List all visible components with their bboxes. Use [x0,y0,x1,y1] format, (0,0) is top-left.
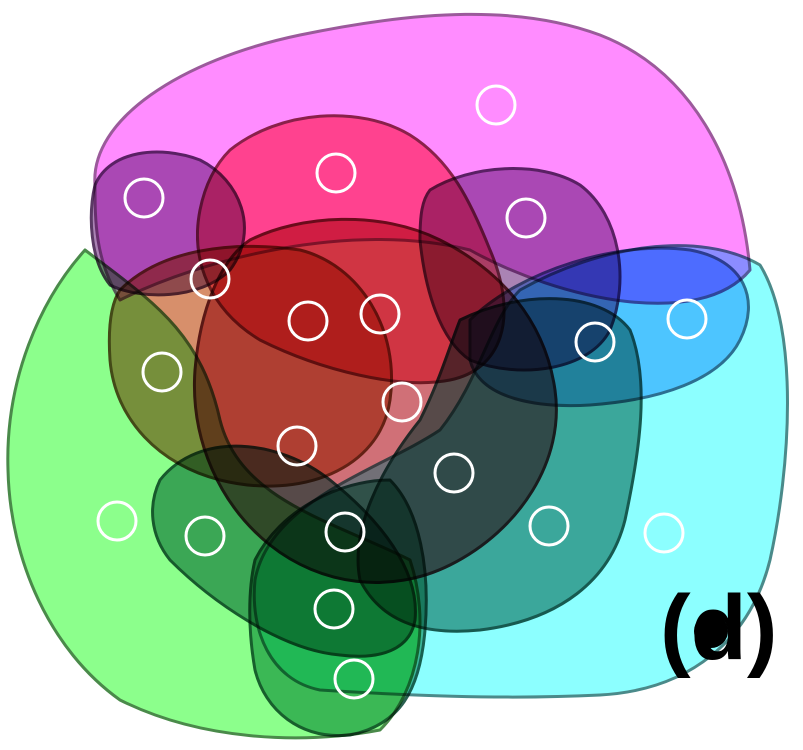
dark-red-region [192,217,558,584]
marker-circle [189,258,231,300]
marker-group [96,84,708,700]
marker-circle [123,177,165,219]
panel-label: (d) [660,577,778,679]
marker-circle [666,298,708,340]
marker-circle [315,152,357,194]
marker-circle [505,197,547,239]
marker-circle [528,505,570,547]
marker-circle [96,500,138,542]
marker-circle [359,293,401,335]
marker-circle [287,300,329,342]
marker-circle [475,84,517,126]
marker-circle [574,321,616,363]
marker-circle [381,381,423,423]
panel-dot [694,614,728,648]
marker-circle [313,588,355,630]
marker-circle [141,351,183,393]
marker-circle [433,452,475,494]
marker-circle [184,515,226,557]
marker-circle [276,425,318,467]
sea-green-region [248,478,428,738]
marker-circle [324,511,366,553]
marker-circle [643,512,685,554]
marker-circle [333,658,375,700]
